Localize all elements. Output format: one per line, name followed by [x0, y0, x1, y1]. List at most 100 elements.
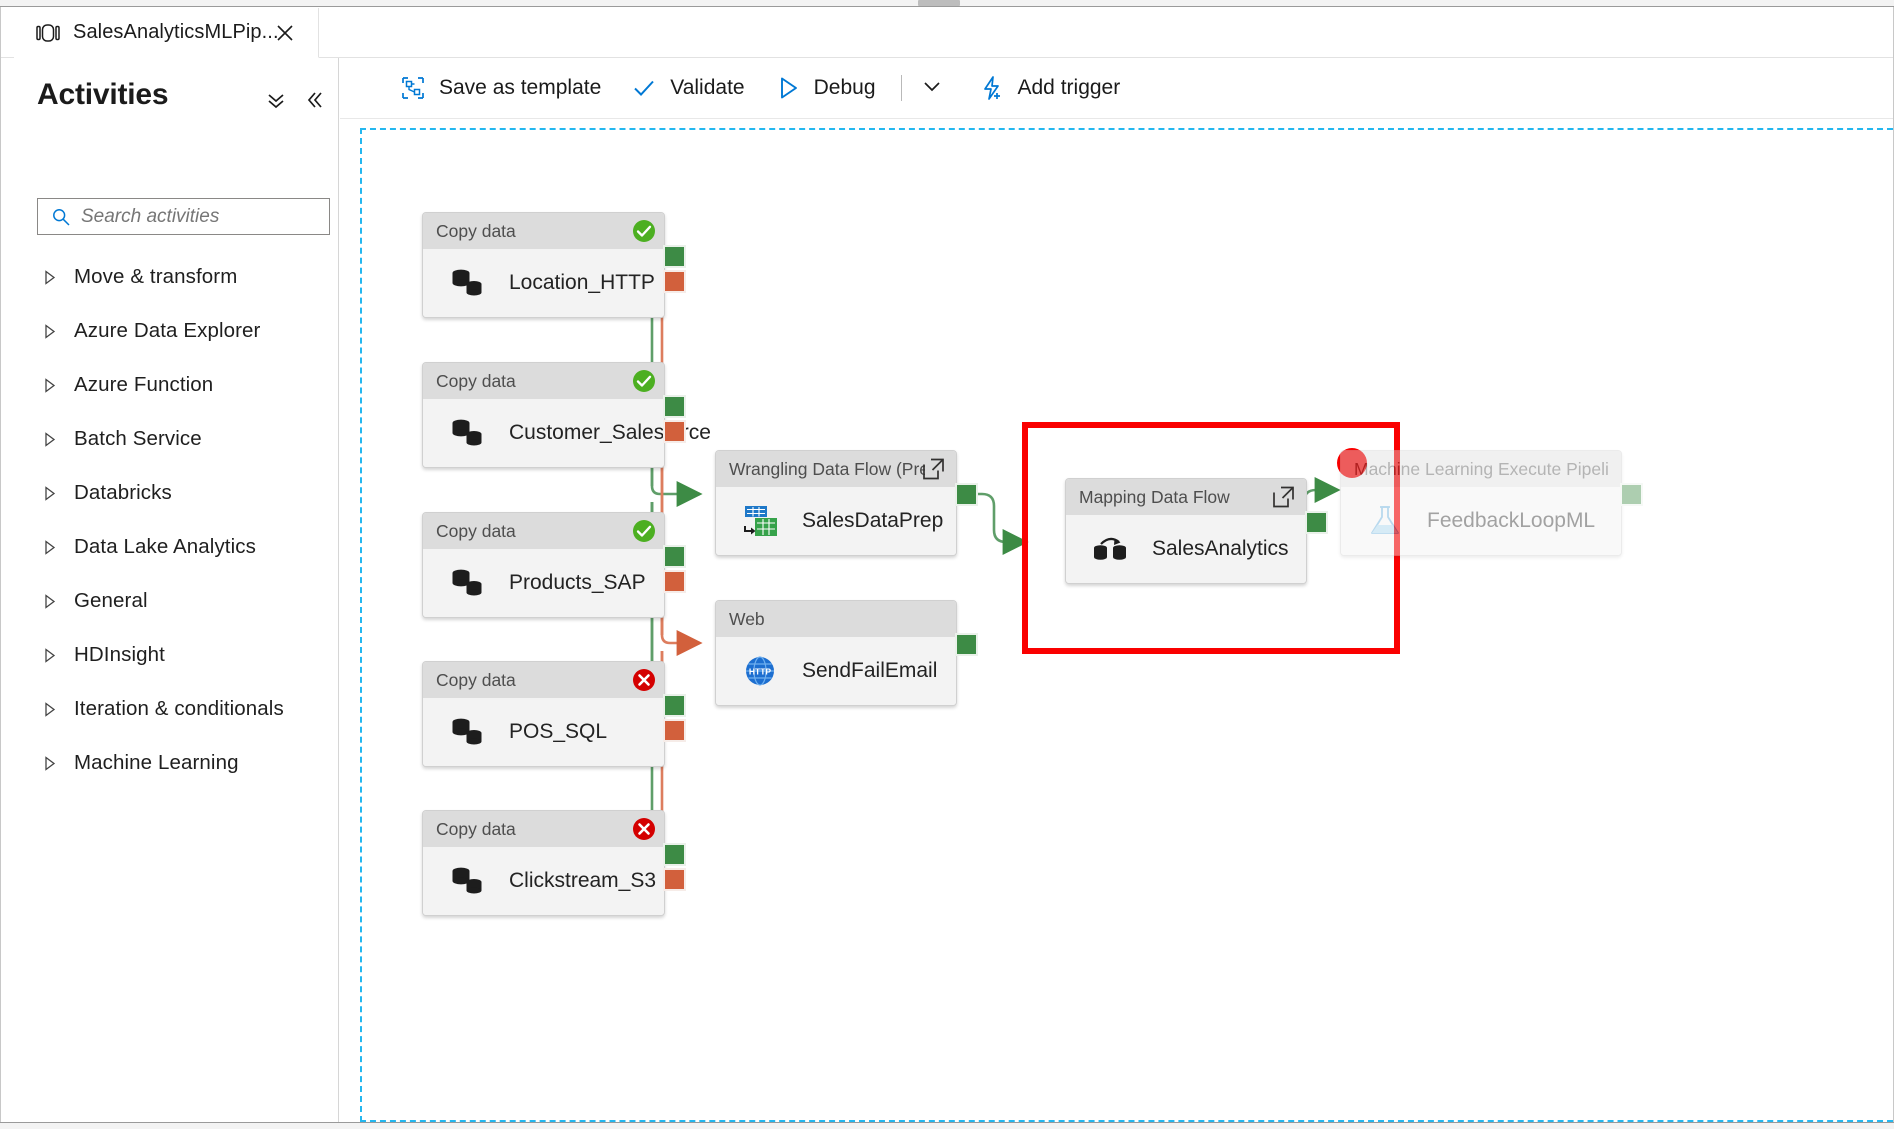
debug-label: Debug — [813, 76, 876, 99]
node-type-label: Copy data — [436, 220, 516, 241]
failure-output-port[interactable] — [663, 868, 686, 891]
node-body: SalesDataPrep — [716, 487, 956, 555]
failure-output-port[interactable] — [663, 570, 686, 593]
tab-bar: SalesAnalyticsMLPip... — [1, 8, 1893, 58]
node-type-label: Copy data — [436, 370, 516, 391]
sidebar-item-hdinsight[interactable]: HDInsight — [1, 628, 339, 682]
activity-node-feedback-loop-ml[interactable]: Machine Learning Execute Pipeline Feedba… — [1340, 450, 1643, 556]
lightning-plus-icon — [979, 75, 1005, 101]
green-check-icon — [632, 519, 656, 543]
sidebar-item-databricks[interactable]: Databricks — [1, 466, 339, 520]
open-in-new-icon[interactable] — [1271, 485, 1296, 510]
tab-label: SalesAnalyticsMLPip... — [73, 21, 279, 43]
failure-output-port[interactable] — [663, 270, 686, 293]
page-title: Activities — [37, 78, 169, 111]
database-copy-icon — [449, 566, 487, 600]
node-body: Products_SAP — [423, 549, 664, 617]
validate-button[interactable]: Validate — [616, 66, 759, 110]
debug-dropdown-button[interactable] — [912, 68, 952, 108]
node-body: Location_HTTP — [423, 249, 664, 317]
chevron-right-icon — [44, 647, 56, 663]
activity-node-clickstream-s3[interactable]: Copy data — [422, 810, 686, 916]
window-bottom-strip — [0, 1122, 1894, 1129]
sidebar-item-general[interactable]: General — [1, 574, 339, 628]
double-chevron-left-icon[interactable] — [300, 86, 328, 114]
red-x-icon — [632, 817, 656, 841]
node-name-label: Customer_Salesforce — [509, 421, 711, 444]
chevron-right-icon — [44, 701, 56, 717]
tab-sales-analytics-pipeline[interactable]: SalesAnalyticsMLPip... — [14, 8, 319, 58]
activity-node-send-fail-email[interactable]: Web HTTP SendFailEmail — [715, 600, 978, 706]
open-in-new-icon[interactable] — [921, 457, 946, 482]
success-output-port[interactable] — [1305, 511, 1328, 534]
chevron-right-icon — [44, 755, 56, 771]
failure-output-port[interactable] — [663, 719, 686, 742]
node-body: Customer_Salesforce — [423, 399, 711, 467]
svg-text:HTTP: HTTP — [749, 667, 772, 677]
window-left-border — [0, 7, 1, 1122]
chevron-right-icon — [44, 539, 56, 555]
search-activities-box[interactable] — [37, 198, 330, 235]
success-output-port[interactable] — [955, 483, 978, 506]
activity-node-location-http[interactable]: Copy data — [422, 212, 686, 318]
success-output-port[interactable] — [1620, 483, 1643, 506]
chevron-right-icon — [44, 269, 56, 285]
activity-node-sales-data-prep[interactable]: Wrangling Data Flow (Preview — [715, 450, 978, 556]
node-body: HTTP SendFailEmail — [716, 637, 956, 705]
sidebar-item-label: Azure Function — [74, 373, 214, 396]
node-header: Copy data — [423, 363, 664, 399]
search-input[interactable] — [81, 205, 311, 228]
node-type-label: Copy data — [436, 818, 516, 839]
success-output-port[interactable] — [663, 843, 686, 866]
node-name-label: SalesAnalytics — [1152, 537, 1289, 560]
database-copy-icon — [449, 266, 487, 300]
ml-flask-icon — [1367, 504, 1405, 538]
sidebar-item-machine-learning[interactable]: Machine Learning — [1, 736, 339, 790]
node-name-label: SendFailEmail — [802, 659, 938, 682]
activity-node-pos-sql[interactable]: Copy data — [422, 661, 686, 767]
pipeline-canvas[interactable]: Copy data — [360, 128, 1893, 1122]
sidebar-item-label: Azure Data Explorer — [74, 319, 261, 342]
node-type-label: Web — [729, 608, 765, 629]
sidebar-item-data-lake-analytics[interactable]: Data Lake Analytics — [1, 520, 339, 574]
sidebar-item-move-transform[interactable]: Move & transform — [1, 250, 339, 304]
activity-node-sales-analytics[interactable]: Mapping Data Flow — [1065, 478, 1328, 584]
close-icon[interactable] — [274, 22, 296, 44]
success-output-port[interactable] — [663, 545, 686, 568]
node-name-label: POS_SQL — [509, 720, 608, 743]
success-output-port[interactable] — [955, 633, 978, 656]
activity-node-customer-salesforce[interactable]: Copy data — [422, 362, 711, 468]
activities-panel: Activities — [1, 58, 339, 1122]
activity-category-list: Move & transform Azure Data Explorer Azu… — [1, 250, 339, 790]
search-icon — [51, 207, 71, 227]
green-check-icon — [632, 219, 656, 243]
node-type-label: Mapping Data Flow — [1079, 486, 1230, 507]
node-name-label: FeedbackLoopML — [1427, 509, 1596, 532]
success-output-port[interactable] — [663, 694, 686, 717]
node-header: Copy data — [423, 213, 664, 249]
sidebar-item-azure-data-explorer[interactable]: Azure Data Explorer — [1, 304, 339, 358]
sidebar-item-label: Data Lake Analytics — [74, 535, 256, 558]
sidebar-item-batch-service[interactable]: Batch Service — [1, 412, 339, 466]
node-name-label: SalesDataPrep — [802, 509, 944, 532]
save-template-icon — [400, 75, 426, 101]
green-check-icon — [632, 369, 656, 393]
node-header: Web — [716, 601, 956, 637]
sidebar-item-label: Databricks — [74, 481, 172, 504]
add-trigger-button[interactable]: Add trigger — [964, 66, 1136, 110]
pipeline-icon — [36, 23, 60, 42]
debug-button[interactable]: Debug — [760, 66, 891, 110]
node-body: POS_SQL — [423, 698, 664, 766]
add-trigger-label: Add trigger — [1017, 76, 1121, 99]
save-as-template-button[interactable]: Save as template — [385, 66, 616, 110]
window-top-strip — [0, 0, 1894, 7]
sidebar-item-iteration-conditionals[interactable]: Iteration & conditionals — [1, 682, 339, 736]
success-output-port[interactable] — [663, 245, 686, 268]
sidebar-item-azure-function[interactable]: Azure Function — [1, 358, 339, 412]
failure-output-port[interactable] — [663, 420, 686, 443]
activity-node-products-sap[interactable]: Copy data — [422, 512, 686, 618]
wrangling-dataflow-icon — [742, 504, 780, 538]
double-chevron-down-icon[interactable] — [262, 86, 290, 114]
success-output-port[interactable] — [663, 395, 686, 418]
